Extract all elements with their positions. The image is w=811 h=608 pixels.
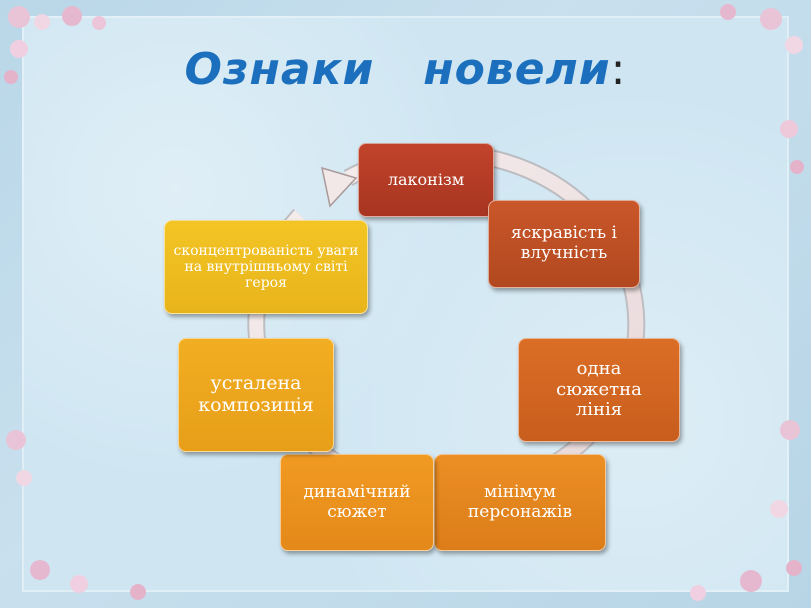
feature-label: мінімум персонажів	[467, 481, 573, 522]
title-colon: :	[610, 44, 627, 95]
title-text: Ознаки новели	[184, 44, 611, 95]
feature-label: яскравість і влучність	[511, 223, 617, 263]
feature-box-1: лаконізм	[358, 143, 494, 217]
feature-box-2: яскравість і влучність	[488, 200, 640, 288]
feature-label: одна сюжетна лінія	[556, 357, 642, 421]
feature-box-7: сконцентрованість уваги на внутрішньому …	[164, 220, 368, 314]
feature-label: усталена композиція	[198, 372, 314, 416]
cycle-arrowhead-icon	[321, 166, 358, 208]
feature-label: лаконізм	[387, 169, 465, 189]
feature-label: сконцентрованість уваги на внутрішньому …	[173, 242, 359, 292]
slide-title: Ознаки новели:	[0, 44, 811, 95]
feature-box-4: мінімум персонажів	[434, 454, 606, 551]
feature-box-3: одна сюжетна лінія	[518, 338, 680, 442]
feature-box-5: динамічний сюжет	[280, 454, 434, 551]
slide-panel	[22, 16, 789, 592]
feature-box-6: усталена композиція	[178, 338, 334, 452]
feature-label: динамічний сюжет	[303, 481, 411, 522]
